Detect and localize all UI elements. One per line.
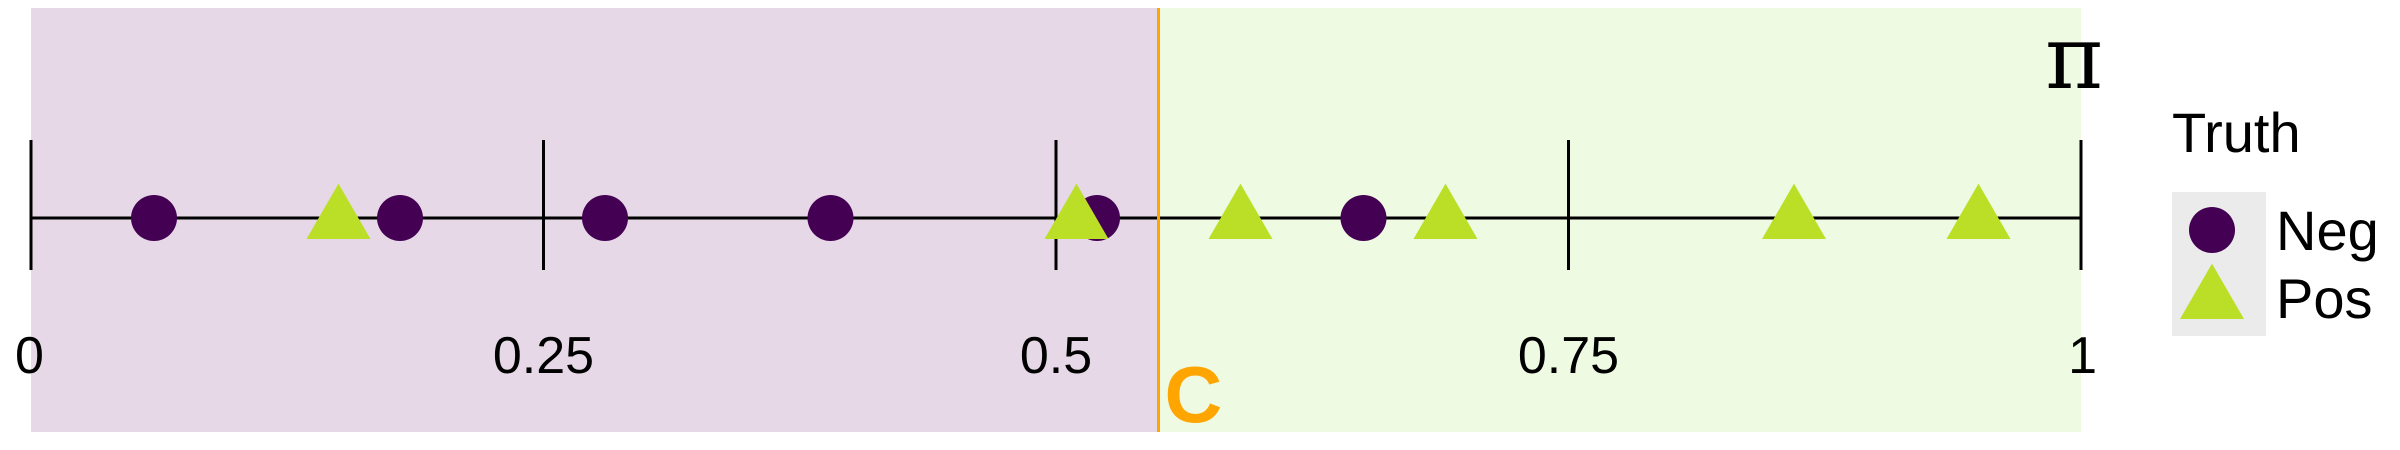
axis-title-pi: π	[2045, 6, 2103, 109]
positive-region	[1158, 8, 2081, 432]
point-pos	[1413, 183, 1478, 240]
tick-label: 0	[15, 327, 44, 385]
point-pos	[1946, 183, 2011, 240]
legend-label-pos: Pos	[2276, 267, 2373, 330]
axis-tick-labels: 0 0.25 0.5 0.75 1	[15, 327, 2097, 385]
point-neg	[377, 195, 423, 241]
legend-label-neg: Neg	[2276, 199, 2379, 262]
point-pos	[1208, 183, 1273, 240]
axis-ticks	[29, 140, 2083, 270]
point-neg	[582, 195, 628, 241]
cutoff-label: C	[1165, 350, 1223, 439]
tick-label: 0.25	[493, 327, 594, 385]
point-pos	[306, 183, 371, 240]
point-pos	[1762, 183, 1826, 240]
legend-key-pos	[2180, 263, 2244, 320]
tick-label: 0.5	[1020, 327, 1092, 385]
tick-label: 1	[2068, 327, 2097, 385]
point-neg	[131, 195, 177, 241]
point-neg	[807, 195, 854, 241]
point-pos	[1044, 183, 1109, 240]
point-neg	[1340, 195, 1387, 241]
data-points	[131, 183, 2011, 241]
tick-label: 0.75	[1518, 327, 1619, 385]
legend-title: Truth	[2172, 101, 2301, 164]
classification-regions	[31, 8, 2081, 432]
legend-key-neg	[2189, 207, 2235, 253]
